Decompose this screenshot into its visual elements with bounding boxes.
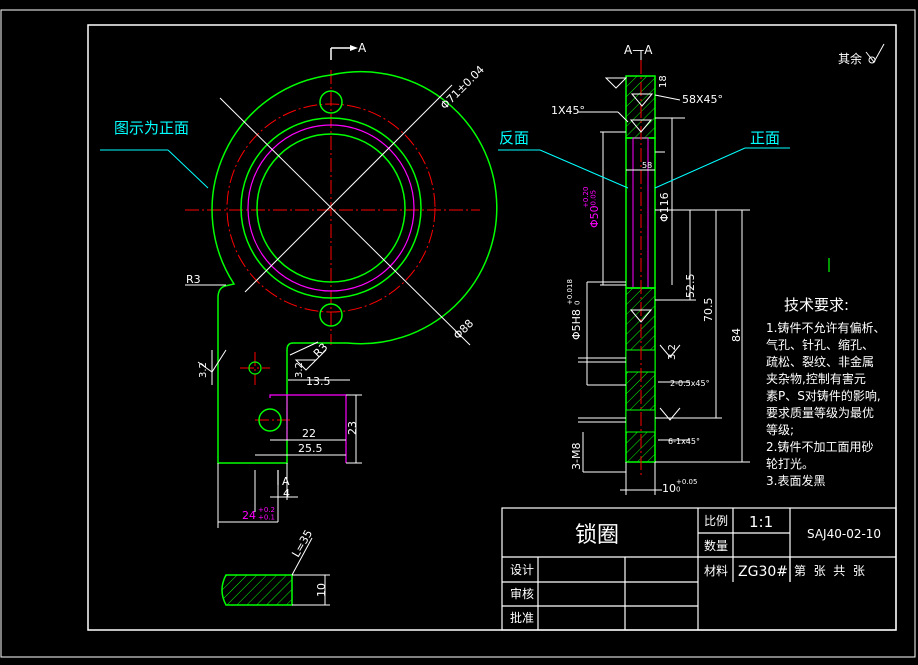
dim-24-tolerance: +0.2+0.1 xyxy=(258,506,275,522)
part-name: 锁圈 xyxy=(575,523,619,548)
main-view xyxy=(100,45,498,606)
tech-requirement-line: 1.铸件不允许有偏析、 xyxy=(766,320,885,335)
section-view xyxy=(498,43,885,495)
note-front-face: 正面 xyxy=(750,129,780,147)
bore-outer-circle xyxy=(240,117,422,299)
bottom-section-detail xyxy=(221,574,293,606)
dim-58: 58 xyxy=(642,161,652,170)
tech-requirement-line: 气孔、针孔、缩孔、 xyxy=(766,337,874,352)
review-label: 审核 xyxy=(510,586,534,601)
bolt-hole-top xyxy=(319,90,343,114)
other-surfaces-label: 其余 xyxy=(838,51,862,66)
tech-requirement-line: 夹杂物,控制有害元 xyxy=(766,371,866,386)
outer-contour xyxy=(211,70,498,464)
inner-frame xyxy=(87,24,897,631)
hidden-circle xyxy=(247,124,415,292)
outer-frame xyxy=(0,9,916,658)
tech-requirement-line: 轮打光。 xyxy=(766,457,814,471)
dim-23: 23 xyxy=(346,421,359,435)
bolt-hole-bottom xyxy=(319,303,343,327)
scale-value: 1:1 xyxy=(749,513,773,531)
dim-chamfer-58x45: 58X45° xyxy=(682,93,723,106)
tech-requirement-line: 素P、S对铸件的影响, xyxy=(766,388,881,403)
dim-dia-pitch: Φ71±0.04 xyxy=(438,63,487,112)
dim-dia5h8: Φ5H8 xyxy=(570,309,583,340)
drawing-number: SAJ40-02-10 xyxy=(807,527,881,541)
tech-requirements-heading: 技术要求: xyxy=(784,296,849,314)
main-center-lines xyxy=(185,70,480,421)
dim-84: 84 xyxy=(730,328,743,342)
dim-22: 22 xyxy=(302,427,316,440)
material-label: 材料 xyxy=(704,564,728,578)
dim-24: 24 xyxy=(242,509,256,522)
dim-dia-outer: Φ88 xyxy=(451,317,476,342)
dim-chamfer-1x45: 1X45° xyxy=(551,104,585,117)
note-front-face-shown: 图示为正面 xyxy=(114,119,189,137)
bore-inner-circle xyxy=(256,133,406,283)
dim-4: 4 xyxy=(283,487,290,500)
tech-requirement-line: 3.表面发黑 xyxy=(766,473,825,488)
dim-chamfer-2x05: 2-0.5x45° xyxy=(670,379,710,388)
title-block xyxy=(501,507,897,631)
slot-hole xyxy=(258,408,282,432)
design-label: 设计 xyxy=(510,563,534,577)
dim-dia50: Φ50 xyxy=(588,205,601,228)
dim-10-bottom: 10 xyxy=(315,583,328,597)
roughness-a: 3.2 xyxy=(198,362,209,378)
dim-10-side: 10 xyxy=(662,482,676,495)
dim-13-5: 13.5 xyxy=(306,375,331,388)
dim-chamfer-6x1: 6-1x45° xyxy=(668,437,700,446)
section-mark-a: A xyxy=(358,41,367,55)
approve-label: 批准 xyxy=(510,610,534,625)
dim-dia50-tolerance: +0.20-0.05 xyxy=(582,187,598,208)
lower-section-mark: A xyxy=(282,475,290,488)
small-hole xyxy=(248,361,262,375)
tech-requirement-line: 等级; xyxy=(766,423,794,437)
roughness-c: 3.2 xyxy=(667,344,678,360)
dim-r3: R3 xyxy=(186,273,201,286)
material-value: ZG30# xyxy=(738,564,788,580)
scale-label: 比例 xyxy=(704,514,728,528)
dim-25-5: 25.5 xyxy=(298,442,323,455)
dim-52-5: 52.5 xyxy=(684,274,697,299)
dim-70-5: 70.5 xyxy=(702,298,715,323)
dim-dia116: Φ116 xyxy=(658,192,671,222)
tech-requirement-line: 2.铸件不加工面用砂 xyxy=(766,439,873,454)
dim-l35: L=35 xyxy=(289,528,315,560)
text-layer: A A—A 图示为正面 反面 正面 其余 A Φ71±0.04 Φ88 R3 R… xyxy=(114,41,885,625)
section-view-title: A—A xyxy=(624,43,653,57)
dim-dia5h8-tolerance: +0.0180 xyxy=(566,279,582,305)
dim-18: 18 xyxy=(658,75,669,88)
sheet-info: 第 张 共 张 xyxy=(794,564,865,578)
roughness-b: 3.2 xyxy=(294,362,305,378)
note-back-face: 反面 xyxy=(499,129,529,147)
quantity-label: 数量 xyxy=(704,538,728,553)
tech-requirement-line: 疏松、裂纹、非金属 xyxy=(766,354,874,369)
tech-requirement-line: 要求质量等级为最优 xyxy=(766,406,874,420)
tech-requirements-list: 1.铸件不允许有偏析、 气孔、针孔、缩孔、 疏松、裂纹、非金属 夹杂物,控制有害… xyxy=(766,320,885,488)
dim-thread-m8: 3-M8 xyxy=(570,443,583,470)
